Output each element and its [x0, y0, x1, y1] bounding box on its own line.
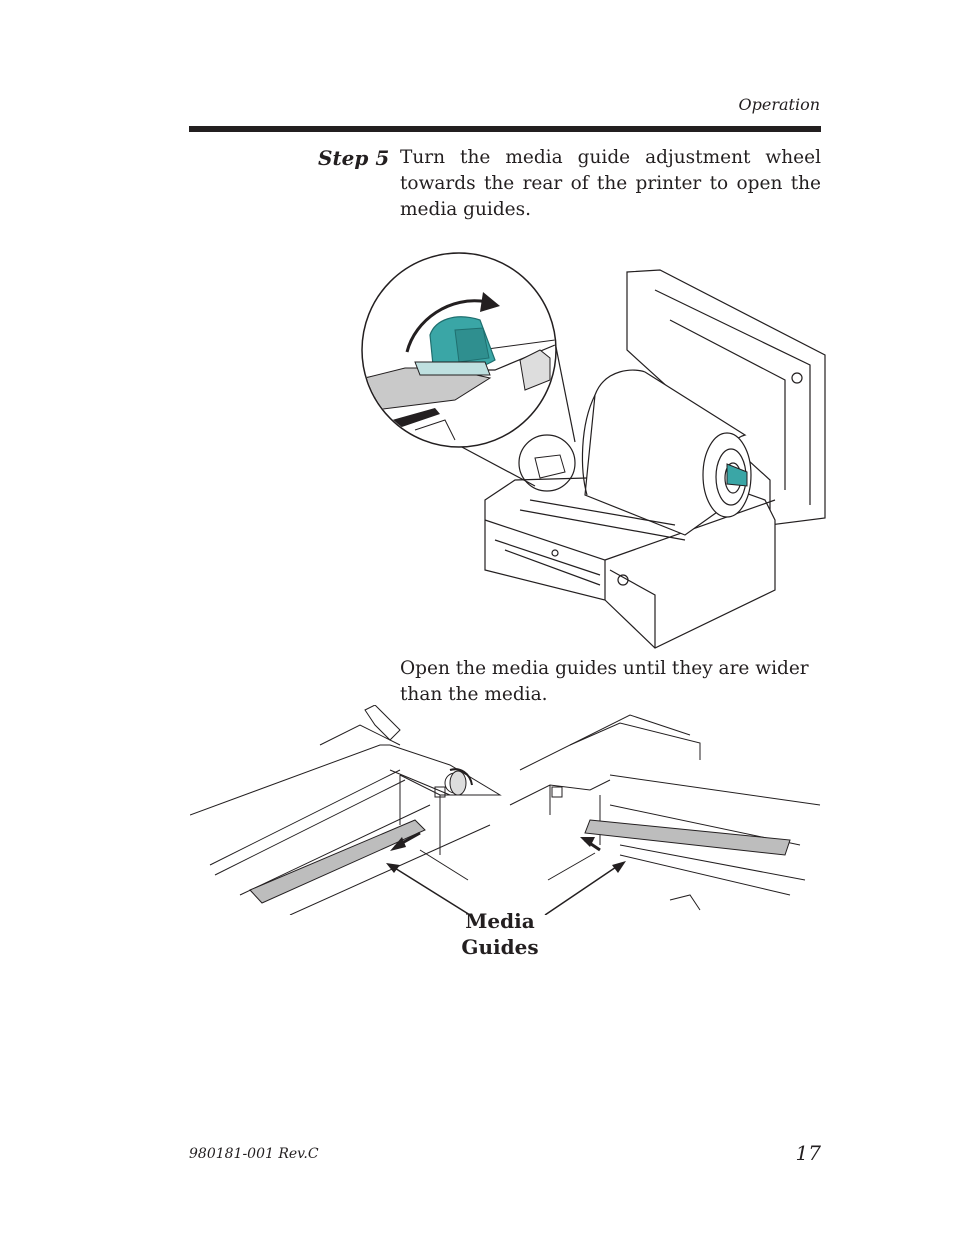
document-number: 980181-001 Rev.C: [189, 1146, 319, 1162]
step-label: Step 5: [318, 146, 390, 170]
step-instruction: Turn the media guide adjustment wheel to…: [400, 147, 821, 220]
section-header: Operation: [738, 95, 821, 114]
page-number: 17: [795, 1141, 821, 1165]
media-guides-illustration: [190, 705, 821, 915]
note-text: Open the media guides until they are wid…: [400, 658, 809, 705]
header-rule: [189, 126, 821, 132]
callout-line-2: Guides: [461, 935, 539, 959]
printer-illustration: [361, 252, 826, 649]
media-guides-callout: Media Guides: [440, 908, 560, 960]
callout-line-1: Media: [465, 909, 535, 933]
